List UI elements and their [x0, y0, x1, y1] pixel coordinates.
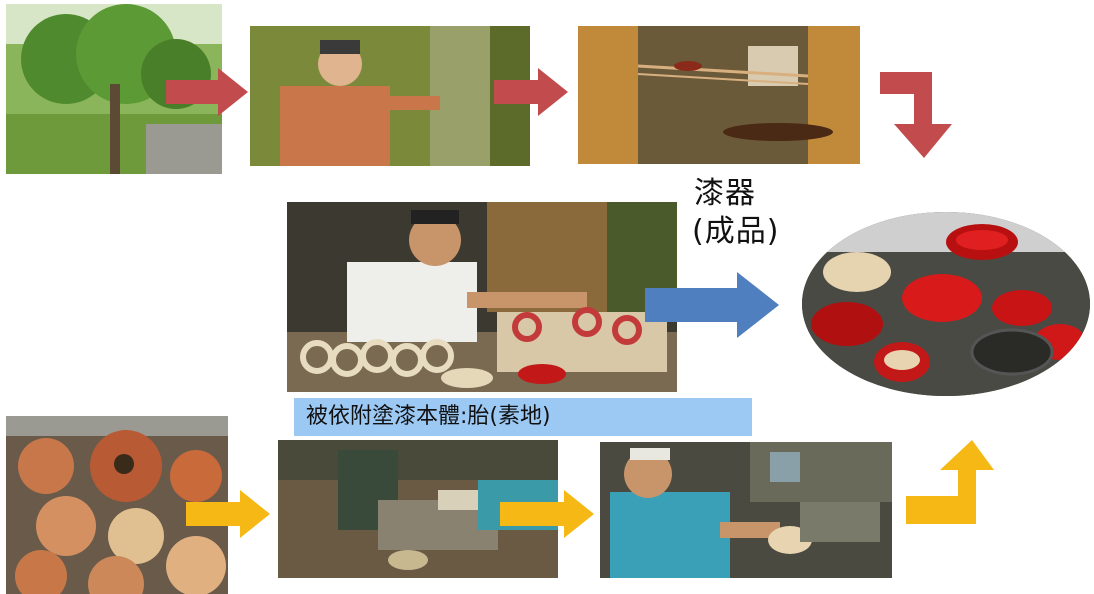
yellow-flow-arrow-1 [186, 490, 270, 538]
finished-label-line2: (成品) [692, 214, 780, 249]
finished-lacquerware-photo [802, 212, 1090, 396]
yellow-turn-up-arrow [906, 440, 994, 524]
red-turn-down-arrow [880, 72, 956, 158]
yellow-flow-arrow-2 [500, 490, 594, 538]
tapping-tree-photo [250, 26, 530, 166]
blue-flow-arrow [645, 272, 779, 338]
finished-label-line1: 漆器 [694, 176, 756, 211]
base-body-caption: 被依附塗漆本體:胎(素地) [294, 398, 752, 436]
red-flow-arrow-1 [166, 68, 248, 116]
red-flow-arrow-2 [494, 68, 568, 116]
woodworker-sanding-photo [600, 442, 892, 578]
lacquer-painting-photo [287, 202, 677, 392]
lacquer-tree-photo [6, 4, 222, 174]
sap-collection-photo [578, 26, 860, 164]
